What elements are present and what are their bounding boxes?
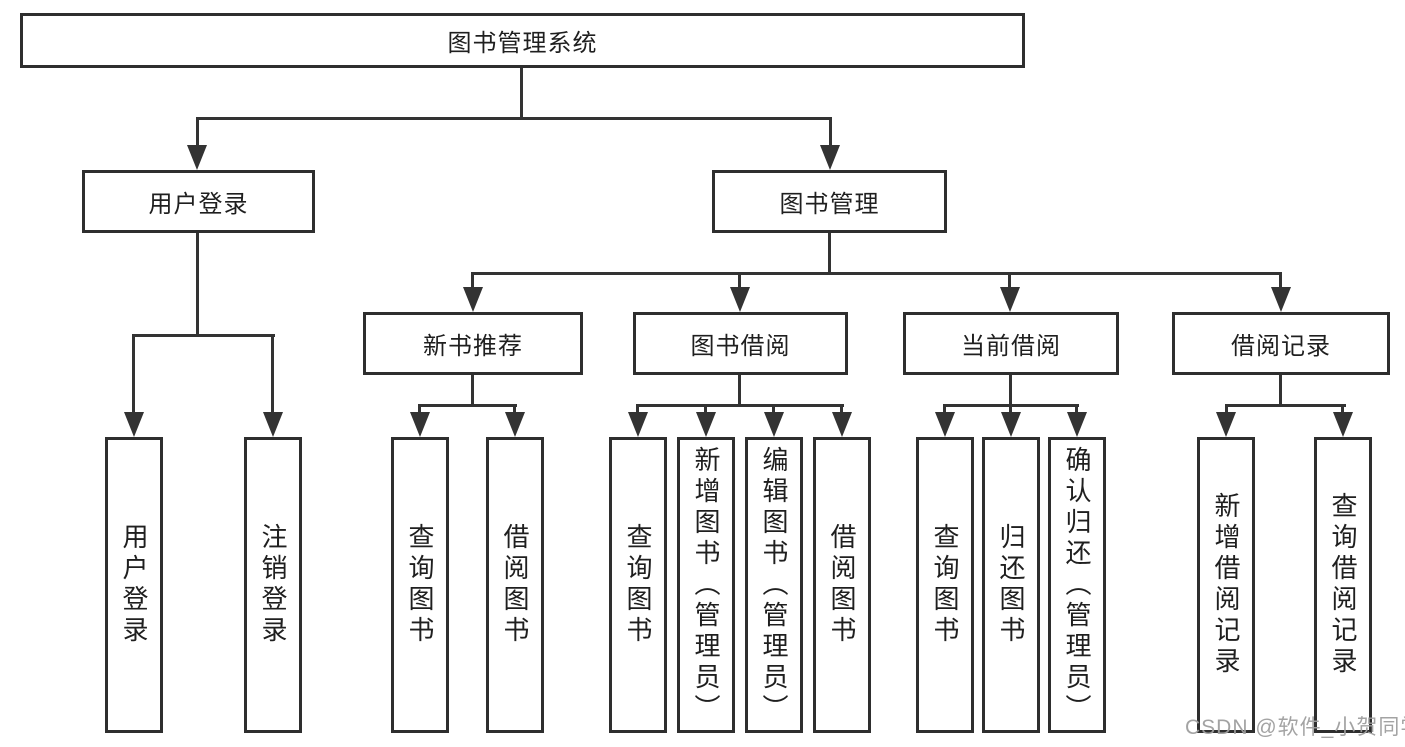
connector-line [1279,375,1282,406]
connector-line [1008,275,1011,289]
connector-line [704,404,707,418]
connector-line [1009,404,1012,418]
node-leaf-query-book-borrow-label: 查询图书 [623,523,653,647]
node-leaf-query-book-rec-label: 查询图书 [405,523,435,647]
node-new-book-rec: 新书推荐 [363,312,583,375]
arrowhead-down-icon [820,145,840,170]
arrowhead-down-icon [1000,287,1020,312]
node-leaf-user-login-label: 用户登录 [119,523,149,647]
node-leaf-logout-label: 注销登录 [258,523,288,647]
node-current-borrow-label: 当前借阅 [961,333,1061,360]
node-leaf-query-book-borrow: 查询图书 [609,437,667,733]
arrowhead-down-icon [935,412,955,437]
connector-line [1225,404,1228,418]
node-leaf-return-book-label: 归还图书 [996,523,1026,647]
connector-line [738,375,741,406]
connector-line [636,404,844,407]
connector-line [828,233,831,274]
arrowhead-down-icon [1216,412,1236,437]
node-leaf-logout: 注销登录 [244,437,302,733]
connector-line [840,404,843,418]
node-leaf-query-borrow-record: 查询借阅记录 [1314,437,1372,733]
connector-line [1075,404,1078,418]
node-leaf-query-borrow-record-label: 查询借阅记录 [1328,492,1358,678]
node-leaf-add-borrow-record: 新增借阅记录 [1197,437,1255,733]
connector-line [271,337,274,415]
connector-line [196,120,199,150]
arrowhead-down-icon [463,287,483,312]
node-book-borrow: 图书借阅 [633,312,848,375]
connector-line [1225,404,1346,407]
connector-line [1009,375,1012,406]
node-borrow-records: 借阅记录 [1172,312,1390,375]
node-leaf-add-book: 新增图书（管理员） [677,437,735,733]
connector-line [636,404,639,418]
arrowhead-down-icon [410,412,430,437]
node-user-login-label: 用户登录 [148,191,249,218]
arrowhead-down-icon [764,412,784,437]
arrowhead-down-icon [696,412,716,437]
node-leaf-add-borrow-record-label: 新增借阅记录 [1211,492,1241,678]
node-leaf-return-book: 归还图书 [982,437,1040,733]
connector-line [132,337,135,415]
arrowhead-down-icon [730,287,750,312]
arrowhead-down-icon [1333,412,1353,437]
node-book-mgmt: 图书管理 [712,170,947,233]
node-borrow-records-label: 借阅记录 [1231,333,1331,360]
node-leaf-query-book-current: 查询图书 [916,437,974,733]
arrowhead-down-icon [1067,412,1087,437]
arrowhead-down-icon [124,412,144,437]
connector-line [829,120,832,150]
node-leaf-edit-book: 编辑图书（管理员） [745,437,803,733]
arrowhead-down-icon [628,412,648,437]
node-leaf-borrow-book-rec-label: 借阅图书 [500,523,530,647]
node-root: 图书管理系统 [20,13,1025,68]
connector-line [1341,404,1344,418]
arrowhead-down-icon [832,412,852,437]
connector-line [418,404,421,418]
arrowhead-down-icon [1271,287,1291,312]
connector-line [132,334,275,337]
connector-line [738,275,741,289]
arrowhead-down-icon [505,412,525,437]
node-leaf-edit-book-label: 编辑图书（管理员） [759,445,789,725]
node-leaf-borrow-book-borrow-label: 借阅图书 [827,523,857,647]
arrowhead-down-icon [187,145,207,170]
connector-line [418,404,517,407]
node-leaf-confirm-return-label: 确认归还（管理员） [1062,445,1092,725]
node-user-login: 用户登录 [82,170,315,233]
node-leaf-borrow-book-borrow: 借阅图书 [813,437,871,733]
connector-line [772,404,775,418]
connector-line [196,117,832,120]
connector-line [471,375,474,406]
node-new-book-rec-label: 新书推荐 [423,333,523,360]
connector-line [196,233,199,336]
node-book-borrow-label: 图书借阅 [690,333,791,360]
node-current-borrow: 当前借阅 [903,312,1119,375]
node-leaf-query-book-rec: 查询图书 [391,437,449,733]
connector-line [520,68,523,118]
node-leaf-query-book-current-label: 查询图书 [930,523,960,647]
node-leaf-add-book-label: 新增图书（管理员） [691,445,721,725]
connector-line [1279,275,1282,289]
node-leaf-borrow-book-rec: 借阅图书 [486,437,544,733]
node-leaf-confirm-return: 确认归还（管理员） [1048,437,1106,733]
node-root-label: 图书管理系统 [447,30,598,57]
connector-line [943,404,946,418]
connector-line [513,404,516,418]
arrowhead-down-icon [263,412,283,437]
node-book-mgmt-label: 图书管理 [779,191,880,218]
csdn-watermark: CSDN @软件_小贺同学 [1185,716,1405,739]
node-leaf-user-login: 用户登录 [105,437,163,733]
connector-line [471,275,474,289]
connector-line [471,272,1282,275]
arrowhead-down-icon [1001,412,1021,437]
